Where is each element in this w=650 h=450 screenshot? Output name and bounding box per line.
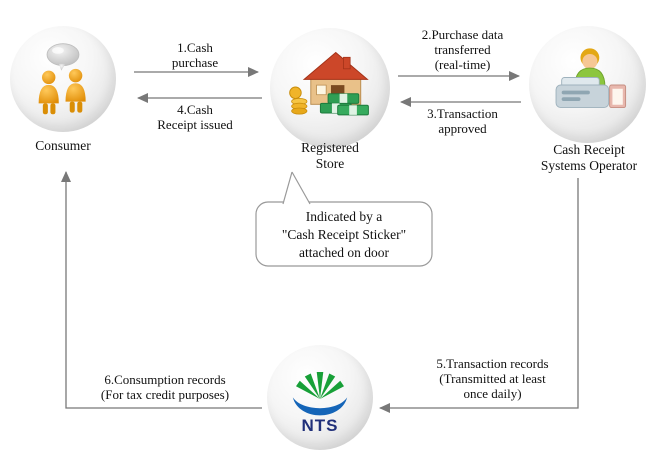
coins-icon: [289, 86, 308, 115]
flow-label-transaction-approved: 3.Transaction approved: [427, 106, 498, 136]
consumer-node: [10, 26, 116, 132]
register-machine-icon: [555, 76, 609, 108]
consumer-label: Consumer: [35, 138, 91, 153]
flow-label-purchase-data: 2.Purchase data transferred (real-time): [421, 27, 504, 72]
operator-label: Cash Receipt Systems Operator: [540, 142, 638, 173]
operator-icon: [555, 47, 626, 108]
store-icon: [289, 51, 369, 116]
flow-label-cash-receipt-issued: 4.Cash Receipt issued: [157, 102, 233, 132]
store-node: [270, 28, 390, 148]
person-right-icon: [65, 68, 86, 113]
money-bundles-icon: [319, 93, 369, 116]
nts-fan-icon: [296, 371, 344, 399]
clipboard-icon: [608, 84, 626, 108]
nts-swoosh-icon: [292, 396, 348, 415]
callout-text: Indicated by a "Cash Receipt Sticker" at…: [281, 209, 407, 260]
person-left-icon: [38, 70, 59, 115]
nts-label: NTS: [301, 416, 339, 435]
operator-node: [529, 26, 646, 143]
store-label: Registered Store: [301, 140, 359, 171]
nts-logo-icon: [292, 371, 348, 415]
flow-label-cash-purchase: 1.Cash purchase: [171, 40, 219, 70]
flow-label-transaction-records: 5.Transaction records (Transmitted at le…: [436, 356, 549, 401]
nts-node: [267, 345, 373, 450]
people-icon: [38, 43, 86, 115]
flow-label-consumption-records: 6.Consumption records (For tax credit pu…: [100, 372, 230, 402]
speech-balloon-icon: [46, 43, 80, 71]
